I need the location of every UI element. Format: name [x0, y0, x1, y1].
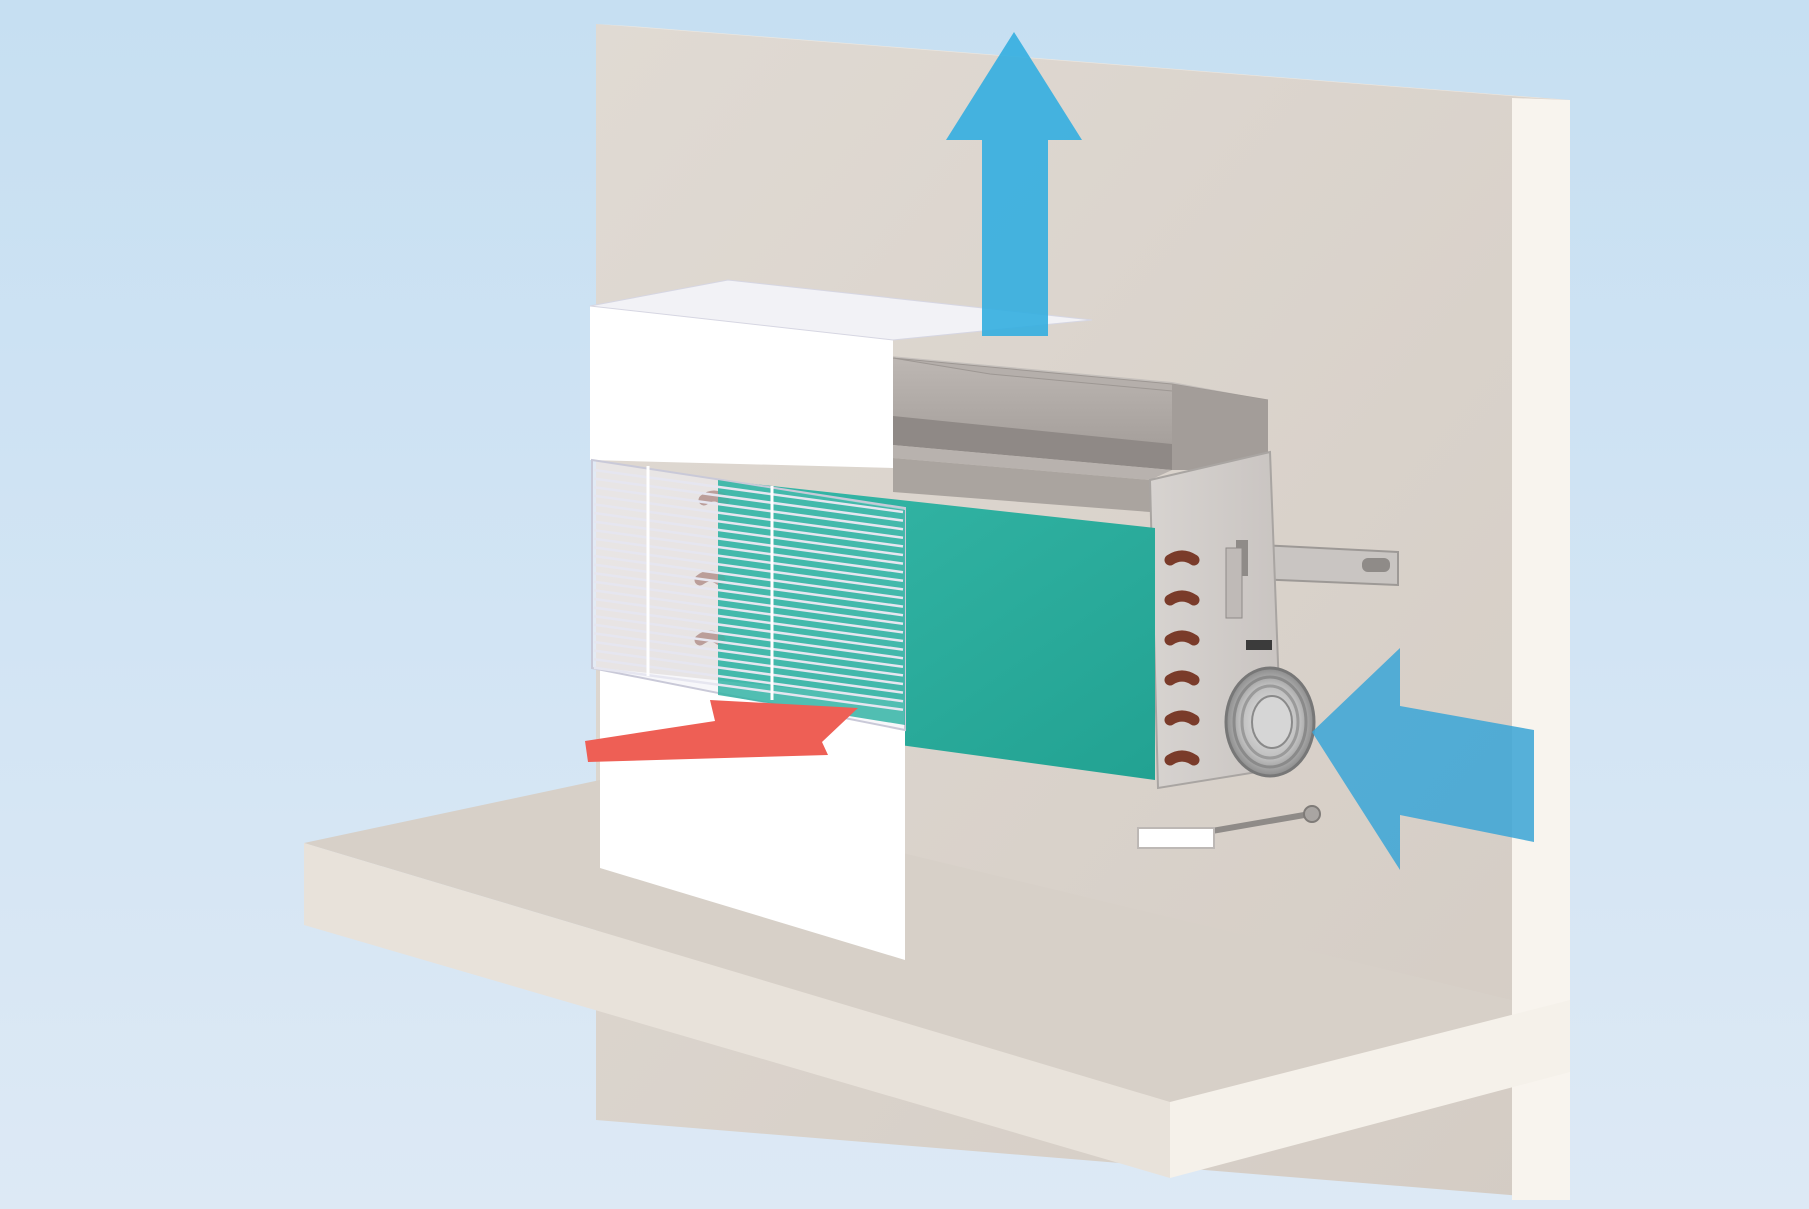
supply-air-arrow-icon [946, 32, 1082, 336]
grille-louvre [593, 589, 904, 634]
housing-dark-band [893, 416, 1172, 470]
grille-louvre [593, 468, 904, 514]
grille-louvre [593, 520, 904, 565]
housing-right-face [1172, 384, 1268, 470]
return-air-grille [591, 458, 906, 732]
cover-top-grille [589, 279, 1093, 341]
grille-louvre [593, 477, 904, 522]
lower-bracket [1137, 827, 1215, 849]
grille-louvre [593, 657, 904, 703]
duct-ring-2 [1240, 684, 1300, 760]
grille-louvre [593, 537, 904, 583]
floor-front [304, 843, 1170, 1178]
floor-side [1170, 1000, 1570, 1178]
housing-lower [893, 458, 1150, 512]
side-panel-slot-2 [1246, 640, 1272, 650]
grille-louvre [593, 597, 904, 643]
duct-inner [1251, 695, 1293, 749]
unit-top-housing [880, 355, 1269, 512]
wall-right-edge [1512, 98, 1570, 1200]
pipe-bend-2 [1164, 590, 1200, 606]
grille-louvre [593, 554, 904, 600]
grille-louvre [593, 640, 904, 686]
pipe-bend-3 [1164, 630, 1200, 646]
side-panel-clip [1225, 547, 1243, 619]
duct-ring-1 [1232, 675, 1308, 769]
grille-louvre [593, 623, 904, 669]
grille-louvre [593, 511, 904, 557]
grille-louvres [593, 468, 904, 712]
return-air-arrow-icon [585, 700, 858, 762]
grille-louvre [593, 571, 904, 617]
grille-louvre [593, 666, 904, 712]
bracket-slot [1362, 558, 1390, 572]
housing-ledge [893, 445, 1172, 480]
pipe-bend-6 [1164, 750, 1200, 766]
cover-upper-panel [590, 306, 893, 468]
flexible-duct [1224, 666, 1316, 778]
pipe-bend-5 [1164, 710, 1200, 726]
grille-louvre [593, 503, 904, 548]
grille-louvre [593, 563, 904, 608]
grille-louvre [593, 494, 904, 540]
wall-top-edge [596, 24, 1570, 100]
grille-louvre [593, 649, 904, 694]
grille-louvre [593, 614, 904, 660]
pipe-bend-1 [1164, 550, 1200, 566]
rod-end [1303, 805, 1321, 823]
grille-louvre [593, 546, 904, 591]
grille-louvre [593, 606, 904, 651]
grille-louvre [593, 632, 904, 677]
grille-louvre [593, 528, 904, 574]
pipe-bend-4 [1164, 670, 1200, 686]
grille-louvre [593, 580, 904, 626]
fresh-air-arrow-icon [1312, 648, 1534, 870]
grille-louvre [593, 485, 904, 531]
